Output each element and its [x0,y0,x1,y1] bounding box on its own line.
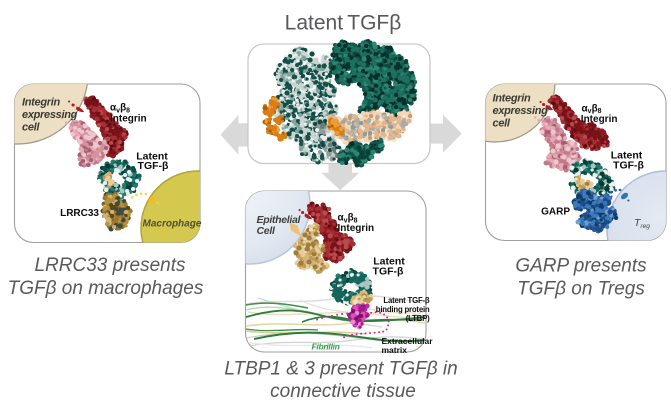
svg-text:connective tissue: connective tissue [270,381,416,402]
svg-text:Integrin: Integrin [338,223,375,234]
svg-text:GARP: GARP [541,207,570,218]
svg-text:Integrin: Integrin [581,114,618,125]
svg-text:GARP presents: GARP presents [515,256,647,277]
svg-text:TGF-β: TGF-β [138,160,169,172]
svg-text:matrix: matrix [382,345,408,355]
svg-text:Latent TGF-β: Latent TGF-β [383,296,430,305]
svg-text:LRRC33: LRRC33 [60,208,99,219]
svg-text:Extracellular: Extracellular [382,336,434,346]
svg-text:Latent: Latent [136,150,168,162]
svg-text:TGFβ on Tregs: TGFβ on Tregs [517,279,645,300]
svg-text:TGF-β: TGF-β [613,159,644,171]
svg-text:(LTBP): (LTBP) [406,314,430,323]
svg-text:Integrin: Integrin [493,92,532,104]
svg-text:Integrin: Integrin [22,97,61,109]
svg-text:αvβ8: αvβ8 [338,213,358,225]
svg-text:Latent: Latent [611,150,643,162]
svg-text:αvβ8: αvβ8 [110,103,130,115]
svg-text:LTBP1 & 3 present TGFβ in: LTBP1 & 3 present TGFβ in [224,359,457,380]
svg-text:Fibrillin: Fibrillin [312,342,340,352]
svg-text:Latent TGFβ: Latent TGFβ [285,12,402,35]
svg-text:Latent: Latent [373,256,405,268]
svg-text:cell: cell [493,117,511,129]
svg-text:Epithelial: Epithelial [257,214,302,226]
svg-text:Macrophage: Macrophage [143,219,202,230]
svg-text:TGFβ on macrophages: TGFβ on macrophages [8,278,204,299]
svg-text:expressing: expressing [22,109,78,121]
svg-text:Integrin: Integrin [110,114,147,125]
svg-text:cell: cell [22,122,40,134]
svg-text:TGF-β: TGF-β [373,265,404,277]
svg-text:Cell: Cell [257,225,276,237]
svg-text:αvβ8: αvβ8 [582,103,602,115]
svg-text:expressing: expressing [493,105,549,117]
svg-text:LRRC33 presents: LRRC33 presents [34,255,186,276]
svg-text:binding protein: binding protein [376,305,430,314]
